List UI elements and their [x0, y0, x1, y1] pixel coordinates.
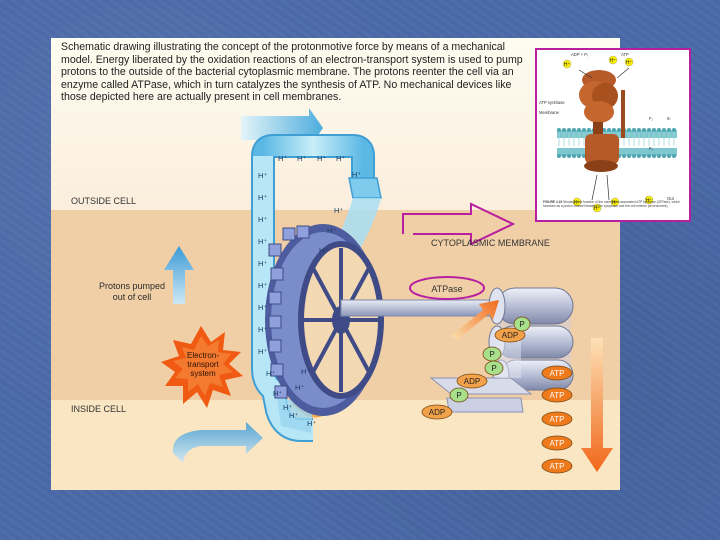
- svg-text:ADP: ADP: [502, 331, 518, 340]
- inside-region: [51, 400, 620, 490]
- hplus-label: H⁺: [258, 193, 267, 202]
- inset-hplus-marker: H⁺: [624, 57, 634, 67]
- svg-text:H⁺: H⁺: [612, 200, 619, 206]
- svg-text:H⁺: H⁺: [610, 58, 617, 64]
- hplus-label: H⁺: [334, 206, 343, 215]
- atp-synthase-illustration: H⁺ H⁺ H⁺ H⁺ H⁺ H⁺ H⁺ ADP + Pᵢ ATP ATP synthaseMe…: [539, 52, 677, 213]
- inset-right-label: In: [667, 116, 671, 121]
- inset-right-label: F₁: [649, 116, 654, 121]
- hplus-label: H⁺: [319, 246, 328, 255]
- svg-text:ATP: ATP: [550, 369, 565, 378]
- hplus-label: H⁺: [352, 170, 361, 179]
- svg-text:H⁺: H⁺: [594, 206, 601, 212]
- inset-hplus-marker: H⁺: [608, 55, 618, 65]
- hplus-label: H⁺: [258, 259, 267, 268]
- inset-caption-text: Structure and function of the membrane-a…: [543, 200, 680, 208]
- svg-text:ATP: ATP: [550, 439, 565, 448]
- hplus-label: H⁺: [307, 419, 316, 428]
- protons-pumped-label: Protons pumped out of cell: [98, 281, 166, 302]
- inset-hplus-marker: H⁺: [610, 197, 620, 207]
- outside-cell-label: OUTSIDE CELL: [71, 196, 136, 206]
- pointer-arrow: [402, 202, 516, 246]
- cytoplasmic-membrane-label: CYTOPLASMIC MEMBRANE: [431, 238, 550, 248]
- atpase-shaft: [340, 299, 502, 317]
- hplus-label: H⁺: [317, 154, 326, 163]
- hplus-label: H⁺: [258, 215, 267, 224]
- hplus-label: H⁺: [258, 325, 267, 334]
- inset-right-label: Out: [667, 196, 675, 201]
- synthesis-arrow: [451, 300, 499, 340]
- atp-molecule: ATP: [541, 387, 573, 403]
- hplus-label: H⁺: [258, 237, 267, 246]
- return-arrow: [172, 422, 263, 463]
- svg-text:P: P: [489, 350, 494, 359]
- atp-molecule: ATP: [541, 411, 573, 427]
- svg-text:ATP: ATP: [550, 415, 565, 424]
- hplus-label: H⁺: [295, 383, 304, 392]
- inset-top-label: ATP: [621, 52, 629, 57]
- inset-flow-arrows: [578, 67, 630, 201]
- hplus-label: H⁺: [301, 367, 310, 376]
- atp-molecule: ATP: [541, 435, 573, 451]
- figure-caption: Schematic drawing illustrating the conce…: [61, 41, 523, 104]
- inset-hplus-marker: H⁺: [644, 195, 654, 205]
- svg-text:ATP: ATP: [550, 462, 565, 471]
- svg-text:ADP: ADP: [429, 408, 445, 417]
- svg-text:H⁺: H⁺: [574, 200, 581, 206]
- svg-text:H⁺: H⁺: [646, 198, 653, 204]
- electron-transport-label: Electron-transport system: [186, 351, 219, 378]
- hplus-label: H⁺: [289, 411, 298, 420]
- hplus-label: H⁺: [336, 154, 345, 163]
- atp-molecule: ATP: [541, 365, 573, 381]
- hplus-label: H⁺: [278, 154, 287, 163]
- protons-up-arrow: [164, 246, 194, 304]
- inset-right-label: F₀: [649, 146, 654, 151]
- svg-text:ADP: ADP: [464, 377, 480, 386]
- hplus-label: H⁺: [283, 403, 292, 412]
- outside-region: [51, 38, 620, 210]
- inset-caption: FIGURE 4.19 Structure and function of th…: [543, 200, 683, 208]
- hplus-label: H⁺: [273, 389, 282, 398]
- svg-text:H⁺: H⁺: [626, 60, 633, 66]
- hplus-label: H⁺: [266, 369, 275, 378]
- hplus-label: H⁺: [258, 347, 267, 356]
- inset-synthase: [579, 70, 625, 172]
- inset-left-label: Membrane: [539, 110, 560, 115]
- inset-left-label: ATP synthase: [539, 100, 565, 105]
- proton-wheel: [265, 224, 384, 416]
- figure-panel: H⁺H⁺H⁺H⁺H⁺H⁺H⁺H⁺H⁺H⁺H⁺H⁺H⁺H⁺H⁺H⁺H⁺H⁺H⁺H⁺…: [51, 38, 620, 490]
- inset-top-label: ADP + Pᵢ: [571, 52, 588, 57]
- svg-text:P: P: [491, 364, 496, 373]
- svg-text:H⁺: H⁺: [564, 62, 571, 68]
- atpase-highlight-oval: [409, 276, 485, 300]
- hplus-label: H⁺: [327, 226, 336, 235]
- hplus-label: H⁺: [258, 303, 267, 312]
- inside-cell-label: INSIDE CELL: [71, 404, 126, 414]
- svg-text:P: P: [519, 320, 524, 329]
- atpase-label: ATPase: [431, 284, 462, 294]
- phosphate-molecule: P: [513, 316, 531, 332]
- phosphate-molecule: P: [484, 360, 504, 376]
- adp-molecule: ADP: [494, 327, 526, 343]
- phosphate-molecule: P: [449, 387, 469, 403]
- inset-hplus-marker: H⁺: [572, 197, 582, 207]
- hplus-label: H⁺: [258, 171, 267, 180]
- adp-molecule: ADP: [421, 404, 453, 420]
- inset-caption-bold: FIGURE 4.19: [543, 200, 563, 204]
- atp-output-arrow: [581, 338, 613, 472]
- svg-text:ATP: ATP: [550, 391, 565, 400]
- adp-molecule: ADP: [456, 373, 488, 389]
- atp-molecule: ATP: [541, 458, 573, 474]
- hplus-label: H⁺: [258, 281, 267, 290]
- hplus-label: H⁺: [297, 154, 306, 163]
- inset-hplus-marker: H⁺: [562, 59, 572, 69]
- svg-text:P: P: [456, 391, 461, 400]
- inset-hplus-marker: H⁺: [592, 203, 602, 213]
- phosphate-molecule: P: [482, 346, 502, 362]
- mechanical-model-diagram: H⁺H⁺H⁺H⁺H⁺H⁺H⁺H⁺H⁺H⁺H⁺H⁺H⁺H⁺H⁺H⁺H⁺H⁺H⁺H⁺…: [51, 38, 620, 490]
